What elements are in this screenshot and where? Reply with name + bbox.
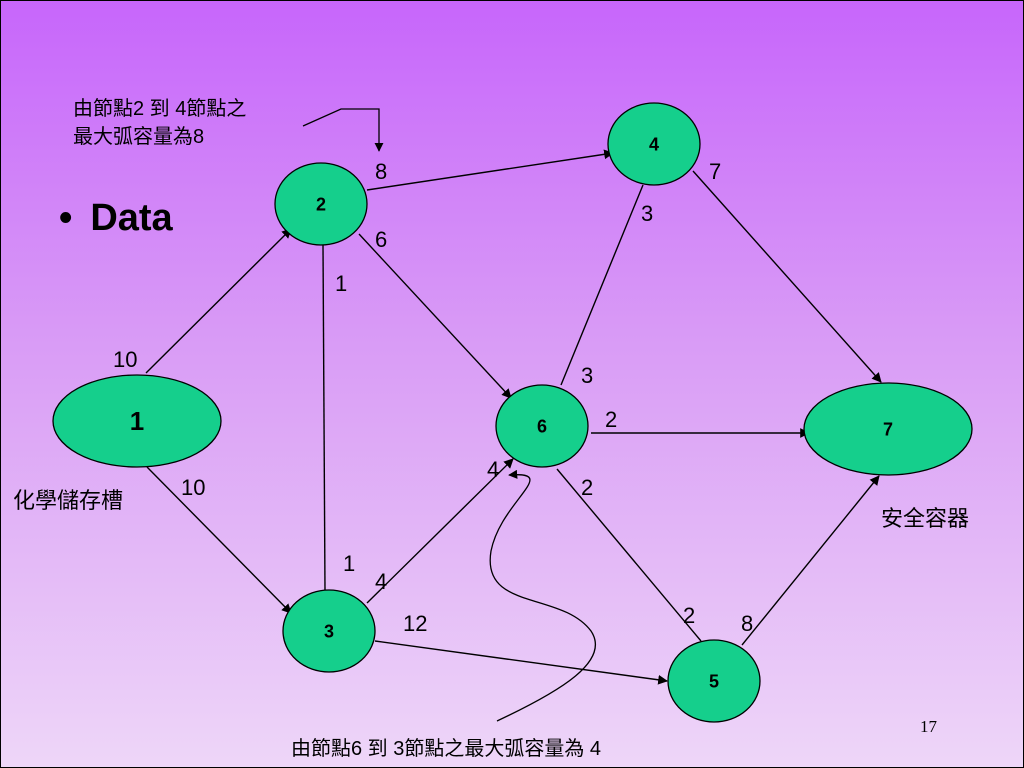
bullet-item: • Data [59,197,173,240]
node-5-circle [667,639,761,723]
capacity-label-4-7-from: 7 [709,159,721,184]
node-7-circle [803,382,973,476]
capacity-label-6-4-from: 3 [581,363,593,388]
capacity-label-6-5-from: 2 [581,475,593,500]
capacity-label-3-6-to: 4 [487,457,499,482]
node-2: 2 [274,162,368,246]
capacity-label-6-4-to: 3 [641,201,653,226]
edges-layer [145,149,882,685]
edge-3-5 [374,640,668,685]
capacity-label-3-5-from: 12 [403,611,427,636]
page-number: 17 [920,717,937,736]
edge-4-7 [692,170,882,383]
node-5: 5 [667,639,761,723]
edge-3-6 [366,458,514,604]
edge-1-2 [145,228,292,374]
capacity-label-2-4-from: 8 [375,159,387,184]
node-1-circle [52,374,222,468]
node-4: 4 [607,102,701,186]
sink-label: 安全容器 [881,506,970,531]
top-annotation: 由節點2 到 4節點之 最大弧容量為8 [73,95,246,151]
edge-6-5 [556,468,702,642]
edge-5-7 [741,475,880,646]
capacity-label-2-6-from: 6 [375,227,387,252]
source-label: 化學儲存槽 [13,488,124,513]
top-annotation-pointer [302,108,384,152]
node-6: 6 [495,384,589,468]
capacity-label-2-3-from: 1 [335,271,347,296]
node-6-label: 6 [537,416,547,436]
node-3: 3 [282,589,376,673]
capacity-label-1-2-from: 10 [113,347,137,372]
capacity-label-5-7-from: 8 [741,611,753,636]
edge-2-6 [358,233,512,399]
node-1: 1 [52,374,222,468]
edge-6-4 [560,184,644,386]
top-annotation-line1: 由節點2 到 4節點之 [73,98,247,120]
node-7-label: 7 [883,419,893,439]
capacity-label-1-3-from: 10 [181,475,205,500]
bullet-text: Data [90,197,173,239]
bullet-dot-icon: • [59,197,73,239]
node-5-label: 5 [709,671,719,691]
edge-2-3 [322,244,326,592]
bottom-annotation-pointer [489,469,597,722]
edge-2-4 [366,149,614,191]
node-2-label: 2 [316,194,326,214]
capacity-label-6-7-from: 2 [605,407,617,432]
node-2-circle [274,162,368,246]
capacity-label-3-6-from: 4 [375,569,387,594]
node-1-label: 1 [130,406,144,436]
node-3-label: 3 [324,621,334,641]
edge-1-3 [146,466,292,614]
node-4-circle [607,102,701,186]
bottom-annotation: 由節點6 到 3節點之最大弧容量為 4 [291,738,602,760]
top-annotation-line2: 最大弧容量為8 [73,126,205,148]
node-6-circle [495,384,589,468]
node-4-label: 4 [649,134,659,154]
capacity-label-6-5-to: 2 [683,603,695,628]
node-3-circle [282,589,376,673]
node-7: 7 [803,382,973,476]
capacity-label-2-3-to: 1 [343,551,355,576]
